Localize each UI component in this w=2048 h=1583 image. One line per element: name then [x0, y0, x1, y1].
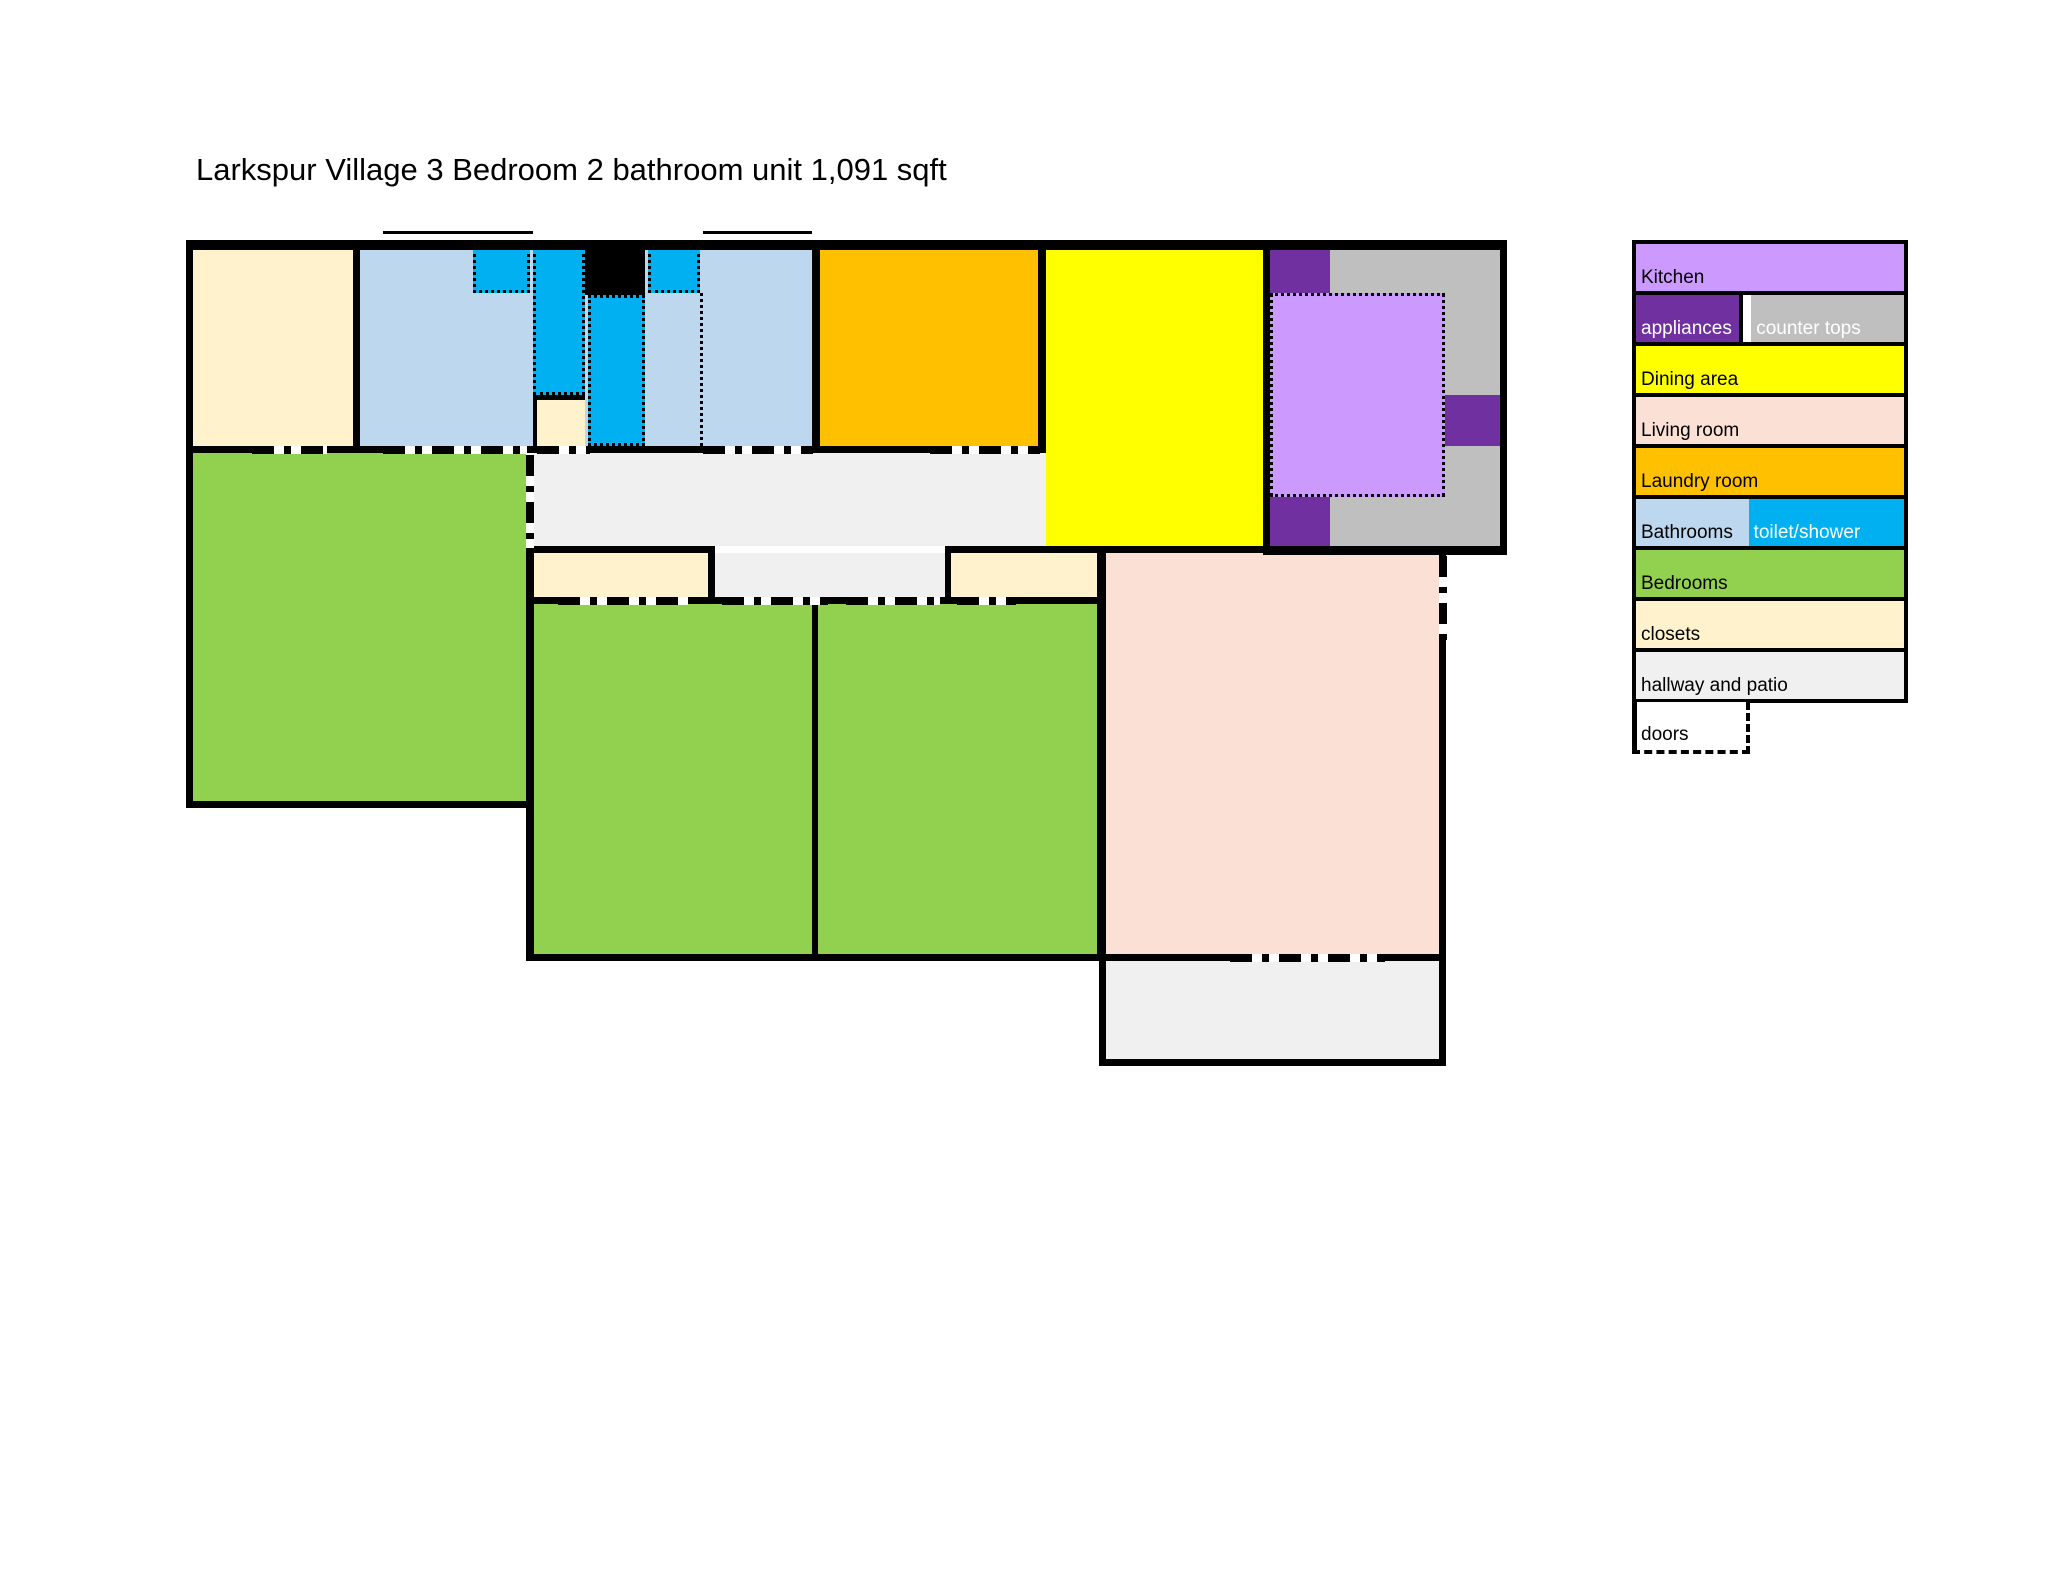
door-closet-entry	[252, 446, 327, 454]
wall-closet2-top	[945, 546, 1103, 553]
wall-patio-left	[1099, 961, 1106, 1066]
legend-row: Bathrooms toilet/shower	[1636, 499, 1904, 550]
legend-doors-box: doors	[1632, 702, 1750, 754]
legend-row: closets	[1636, 601, 1904, 652]
legend-item-label: Bedrooms	[1641, 573, 1728, 594]
legend-item-living-room: Living room	[1636, 397, 1904, 444]
hallway-upper	[533, 453, 1046, 546]
legend-item-kitchen: Kitchen	[1636, 244, 1904, 291]
legend-item-dining-area: Dining area	[1636, 346, 1904, 393]
wall-kitchen-bottom	[1263, 546, 1507, 555]
legend-row: hallway and patio	[1636, 652, 1904, 699]
legend-item-label: Bathrooms	[1641, 522, 1733, 543]
legend-row: Kitchen	[1636, 244, 1904, 295]
dining-area	[1046, 250, 1263, 546]
legend-item-toilet-shower: toilet/shower	[1748, 499, 1904, 546]
patio	[1106, 961, 1439, 1059]
wall-dining-bottom	[1046, 546, 1263, 553]
wall-bedrooms-bottom	[526, 954, 1103, 961]
legend-item-label: appliances	[1641, 318, 1732, 339]
door-closet-bedroom2	[558, 597, 688, 605]
door-laundry	[930, 446, 1040, 454]
toilet-shower-2	[648, 247, 700, 293]
legend-item-label: Dining area	[1641, 369, 1739, 390]
legend-doors-label: doors	[1641, 724, 1689, 745]
wall-laundry-dining	[1038, 240, 1046, 453]
wall-bedroom3-living	[1097, 546, 1106, 961]
bedroom-2	[534, 604, 812, 954]
wall-closet-bathroom	[353, 243, 360, 453]
bedroom-3	[818, 604, 1097, 954]
legend-row: Bedrooms	[1636, 550, 1904, 601]
kitchen-appliance-bottom	[1270, 497, 1330, 546]
door-bedroom1	[526, 455, 534, 548]
wall-living-right	[1439, 546, 1446, 961]
legend-row: Dining area	[1636, 346, 1904, 397]
wall-closet1-top	[526, 546, 715, 553]
wall-patio-right	[1439, 961, 1446, 1066]
wall-patio-bottom	[1099, 1059, 1446, 1066]
wall-bedroom1-bottom	[186, 801, 534, 808]
wall-closet2-left	[945, 546, 951, 604]
laundry-room	[820, 250, 1038, 446]
wall-dining-kitchen	[1263, 240, 1270, 555]
kitchen-appliance-right	[1445, 395, 1500, 446]
closet-bedroom3	[951, 553, 1097, 597]
door-closet-bedroom3	[957, 597, 1016, 605]
legend-item-label: Kitchen	[1641, 267, 1705, 288]
wall-top	[186, 240, 1507, 250]
door-bedroom2	[722, 597, 828, 605]
legend-item-hallway-and-patio: hallway and patio	[1636, 652, 1904, 699]
living-room	[1106, 553, 1439, 954]
legend-item-label: toilet/shower	[1753, 522, 1861, 543]
wall-kitchen-right	[1500, 240, 1507, 555]
legend-item-label: Living room	[1641, 420, 1740, 441]
wall-bedroom2-3	[812, 597, 818, 961]
appliance-black-box	[585, 247, 645, 295]
bedroom-1	[193, 453, 526, 801]
shower-column-2	[588, 295, 645, 446]
legend-item-label: closets	[1641, 624, 1701, 645]
legend-item-counter-tops: counter tops	[1751, 295, 1904, 342]
door-bedroom3	[846, 597, 940, 605]
toilet-shower-1	[473, 247, 530, 293]
shower-column-1	[533, 247, 585, 395]
legend-row: appliances counter tops	[1636, 295, 1904, 346]
legend-item-label: counter tops	[1756, 318, 1861, 339]
closet-entry	[193, 250, 353, 446]
kitchen-area	[1270, 293, 1445, 497]
closet-bedroom2	[533, 553, 708, 597]
legend-item-bedrooms: Bedrooms	[1636, 550, 1904, 597]
closet-bath-small	[533, 395, 585, 446]
wall-closet1-right	[708, 546, 715, 604]
door-bathroom-2	[537, 446, 590, 454]
door-patio	[1230, 954, 1385, 962]
door-bathroom-1	[383, 446, 527, 454]
wall-window-mark-1	[383, 231, 533, 234]
kitchen-appliance-top	[1270, 250, 1330, 293]
legend-item-appliances: appliances	[1636, 295, 1744, 342]
legend-row: Living room	[1636, 397, 1904, 448]
wall-hall-top	[186, 446, 1046, 453]
legend-item-label: hallway and patio	[1641, 675, 1788, 696]
page-title: Larkspur Village 3 Bedroom 2 bathroom un…	[196, 152, 947, 187]
hallway-lower	[715, 553, 945, 597]
legend-item-laundry-room: Laundry room	[1636, 448, 1904, 495]
door-bathroom-hall	[703, 446, 813, 454]
wall-left	[186, 240, 193, 808]
wall-bathroom-laundry	[812, 243, 820, 453]
legend-item-label: Laundry room	[1641, 471, 1759, 492]
door-living-right	[1439, 556, 1447, 640]
legend-item-bathrooms: Bathrooms	[1636, 499, 1749, 546]
wall-window-mark-2	[703, 231, 812, 234]
legend-item-closets: closets	[1636, 601, 1904, 648]
bathroom-divider-dotted	[700, 293, 703, 446]
legend-row: Laundry room	[1636, 448, 1904, 499]
wall-bedrooms-left	[526, 548, 534, 961]
